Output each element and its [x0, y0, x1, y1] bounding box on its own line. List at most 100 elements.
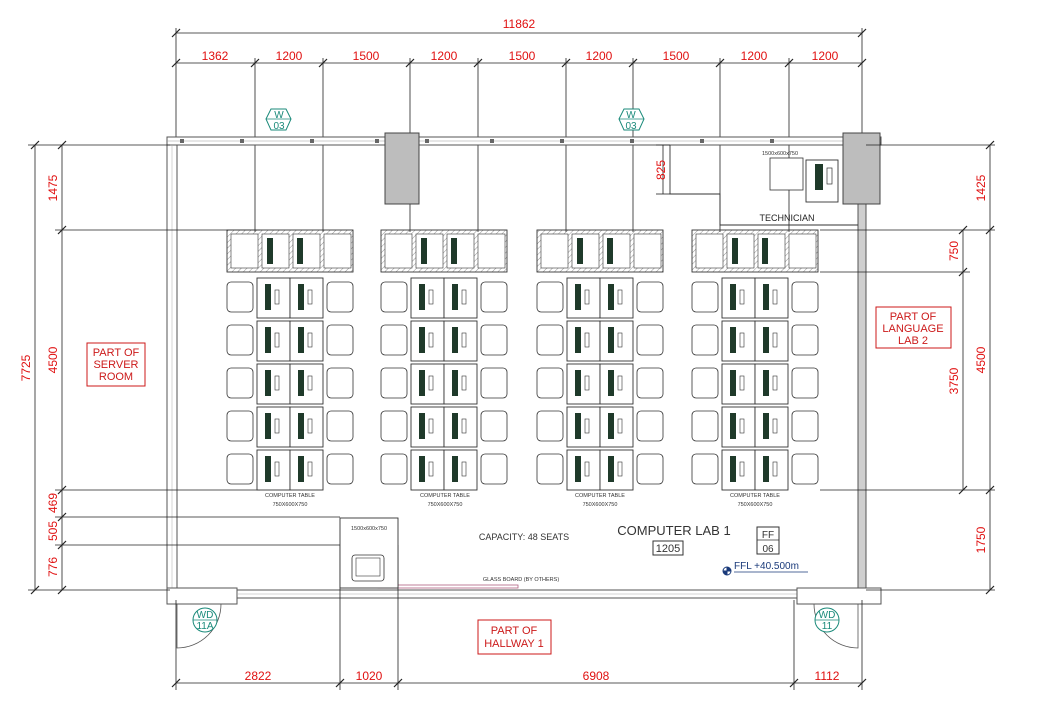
dim-right-inner-2: 3750	[947, 367, 961, 394]
floor-finish-tag: FF 06	[756, 526, 780, 555]
dim-bottom-2: 1020	[356, 669, 383, 683]
desk-row	[380, 449, 508, 491]
monitor	[608, 370, 614, 396]
monitor	[452, 413, 458, 439]
keyboard	[772, 461, 778, 477]
monitor	[763, 456, 769, 482]
monitor	[763, 413, 769, 439]
chair	[791, 453, 819, 485]
keyboard	[428, 289, 434, 305]
keyboard	[617, 461, 623, 477]
cabinet-unit	[323, 233, 352, 269]
computer-table	[256, 320, 291, 362]
desk-cluster-1	[226, 229, 354, 491]
technician-area: 825 1500x600x750 TECHNICIAN	[654, 144, 858, 226]
chair	[691, 367, 719, 399]
monitor	[763, 284, 769, 310]
keyboard	[461, 418, 467, 434]
dim-top-1: 1362	[202, 49, 229, 63]
pc-tower	[607, 238, 613, 264]
computer-table	[721, 277, 756, 319]
desk-row	[380, 277, 508, 319]
monitor	[265, 456, 271, 482]
computer-table	[754, 320, 789, 362]
computer-table	[721, 363, 756, 405]
window-tag-right: W 03	[618, 108, 645, 132]
computer-table	[599, 406, 634, 448]
door-left-num: 11A	[196, 621, 213, 632]
monitor	[265, 284, 271, 310]
server-room-line-2: SERVER	[93, 359, 138, 371]
door-left: WD 11A	[176, 603, 237, 649]
desk-row	[226, 320, 354, 362]
chair	[226, 367, 254, 399]
keyboard	[617, 289, 623, 305]
hallway-label: PART OF HALLWAY 1	[477, 619, 552, 655]
desk-row	[536, 363, 664, 405]
desk-row	[536, 449, 664, 491]
keyboard	[772, 375, 778, 391]
room-name: COMPUTER LAB 1	[617, 523, 730, 538]
window-tag-left: W 03	[265, 108, 292, 132]
glass-board	[377, 584, 519, 589]
computer-table	[256, 277, 291, 319]
monitor	[452, 284, 458, 310]
right-dimension-ticks	[958, 140, 995, 595]
keyboard	[428, 418, 434, 434]
desk-row	[536, 320, 664, 362]
pc-tower	[267, 238, 273, 264]
desk-row	[226, 449, 354, 491]
monitor	[419, 284, 425, 310]
dim-right-2: 4500	[974, 346, 988, 373]
language-lab-line-1: PART OF	[890, 311, 937, 323]
computer-table	[410, 406, 445, 448]
computer-table	[443, 277, 478, 319]
chair	[380, 453, 408, 485]
computer-table	[443, 320, 478, 362]
monitor	[452, 370, 458, 396]
chair	[480, 324, 508, 356]
monitor	[298, 327, 304, 353]
pc-tower	[762, 238, 768, 264]
desk-row	[380, 363, 508, 405]
cabinet-unit	[230, 233, 259, 269]
keyboard	[307, 375, 313, 391]
cluster-2-size: 750X600X750	[428, 502, 463, 508]
computer-table	[410, 320, 445, 362]
monitor	[419, 370, 425, 396]
computer-table	[754, 363, 789, 405]
desk-row	[691, 320, 819, 362]
dim-bottom-1: 2822	[245, 669, 272, 683]
monitor	[298, 456, 304, 482]
monitor	[730, 327, 736, 353]
keyboard	[584, 418, 590, 434]
dim-top-7: 1500	[663, 49, 690, 63]
computer-table	[289, 449, 324, 491]
dim-left-1: 1475	[46, 174, 60, 201]
room-number: 1205	[656, 543, 680, 555]
computer-table	[410, 449, 445, 491]
server-room-line-3: ROOM	[99, 371, 133, 383]
cabinet-unit	[633, 233, 662, 269]
computer-table	[599, 320, 634, 362]
dim-bottom-3: 6908	[583, 669, 610, 683]
chair	[636, 367, 664, 399]
monitor	[298, 413, 304, 439]
instructor-desk-size: 1500x600x750	[351, 526, 387, 532]
keyboard	[461, 461, 467, 477]
chair	[326, 410, 354, 442]
cabinet-unit	[477, 233, 506, 269]
chair	[536, 410, 564, 442]
chair	[691, 281, 719, 313]
room-number-box: 1205	[652, 540, 684, 556]
chair	[480, 281, 508, 313]
technician-label: TECHNICIAN	[759, 213, 814, 223]
keyboard	[739, 375, 745, 391]
dim-right-1: 1425	[974, 174, 988, 201]
computer-table	[410, 363, 445, 405]
monitor	[265, 327, 271, 353]
computer-table	[566, 363, 601, 405]
dim-top-3: 1500	[353, 49, 380, 63]
desk-row	[226, 277, 354, 319]
computer-table	[443, 363, 478, 405]
